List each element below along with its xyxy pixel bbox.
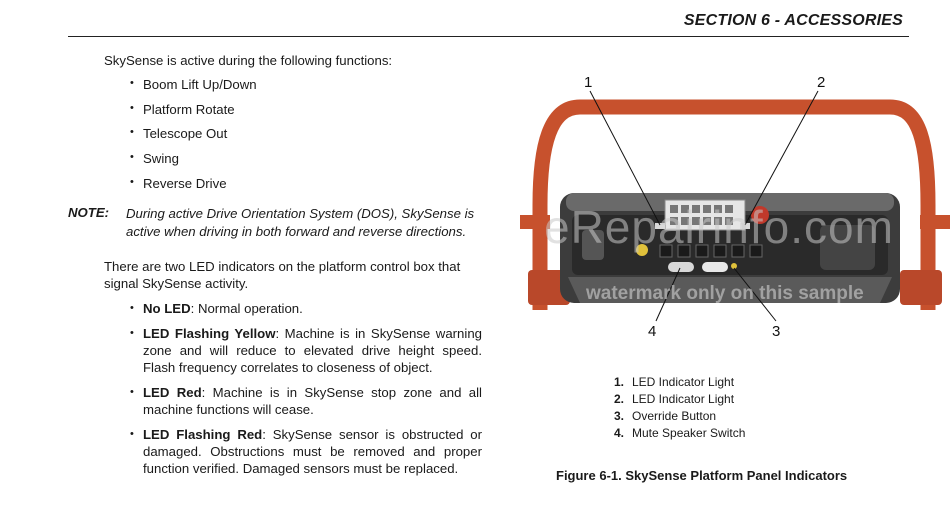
item-text: : Machine is in SkySense warning zone an… <box>143 326 482 375</box>
led-indicator-light-left <box>655 223 665 229</box>
led-indicator-light-right <box>740 223 750 229</box>
rail-base-left <box>528 270 570 305</box>
rail-side-left <box>520 215 550 229</box>
toggle-row <box>659 244 763 258</box>
note-text: During active Drive Orientation System (… <box>126 206 475 239</box>
rail-side-right <box>920 215 950 229</box>
list-item: LED Flashing Red: SkySense sensor is obs… <box>128 426 482 477</box>
item-label: LED Red <box>143 385 202 400</box>
legend-row: 4. Mute Speaker Switch <box>614 425 745 442</box>
platform-panel-illustration: 1 2 3 4 <box>520 74 950 340</box>
led-intro-paragraph: There are two LED indicators on the plat… <box>104 259 461 291</box>
intro-paragraph: SkySense is active during the following … <box>104 53 393 68</box>
legend-row: 1. LED Indicator Light <box>614 374 745 391</box>
control-box-bottom <box>568 277 892 303</box>
item-text: : Machine is in SkySense stop zone and a… <box>143 385 482 417</box>
key-switch <box>582 230 604 260</box>
callout-leader <box>589 90 661 226</box>
legend-row: 3. Override Button <box>614 408 745 425</box>
yellow-knob <box>636 244 648 256</box>
item-text: : SkySense sensor is obstructed or damag… <box>143 427 482 476</box>
legend-label: Override Button <box>632 409 717 423</box>
list-item: No LED: Normal operation. <box>128 300 482 317</box>
rail-base-right <box>900 270 942 305</box>
led-list: No LED: Normal operation. LED Flashing Y… <box>128 300 482 485</box>
emergency-stop <box>751 206 769 224</box>
override-button <box>702 262 728 272</box>
list-item: Reverse Drive <box>128 176 257 201</box>
list-item: Swing <box>128 151 257 176</box>
legend-number: 3. <box>614 409 625 423</box>
callout-leader <box>733 267 777 322</box>
callout-leader <box>744 90 819 226</box>
figure-caption: Figure 6-1. SkySense Platform Panel Indi… <box>556 468 848 483</box>
item-label: No LED <box>143 301 191 316</box>
header-rule <box>68 36 909 37</box>
callout-number: 1 <box>584 74 592 91</box>
list-item: LED Red: Machine is in SkySense stop zon… <box>128 384 482 418</box>
callout-number: 2 <box>817 74 825 91</box>
watermark-subtitle: watermark only on this sample <box>586 283 864 304</box>
joystick-slot <box>820 225 875 270</box>
list-item: LED Flashing Yellow: Machine is in SkySe… <box>128 325 482 376</box>
callout-number: 4 <box>648 323 656 340</box>
legend-number: 2. <box>614 392 625 406</box>
led-dot <box>731 263 737 269</box>
watermark: eRepairinfo.com <box>544 201 894 253</box>
legend-label: Mute Speaker Switch <box>632 426 746 440</box>
callout-leader <box>655 267 681 322</box>
item-label: LED Flashing Yellow <box>143 326 276 341</box>
legend-number: 4. <box>614 426 625 440</box>
list-item: Boom Lift Up/Down <box>128 77 257 102</box>
list-item: Telescope Out <box>128 126 257 151</box>
item-text: : Normal operation. <box>190 301 303 316</box>
mute-speaker-switch <box>668 262 694 272</box>
item-label: LED Flashing Red <box>143 427 263 442</box>
legend-row: 2. LED Indicator Light <box>614 391 745 408</box>
function-list: Boom Lift Up/Down Platform Rotate Telesc… <box>128 77 257 200</box>
legend-label: LED Indicator Light <box>632 392 735 406</box>
callout-number: 3 <box>772 323 780 340</box>
switch-grid <box>670 205 733 225</box>
note-label: NOTE: <box>68 205 110 220</box>
figure-legend: 1. LED Indicator Light 2. LED Indicator Li… <box>614 374 745 442</box>
section-header: SECTION 6 - ACCESSORIES <box>683 12 903 29</box>
list-item: Platform Rotate <box>128 102 257 127</box>
control-box-face <box>572 215 888 275</box>
guard-rail <box>532 99 936 310</box>
legend-label: LED Indicator Light <box>632 375 735 389</box>
legend-number: 1. <box>614 375 625 389</box>
